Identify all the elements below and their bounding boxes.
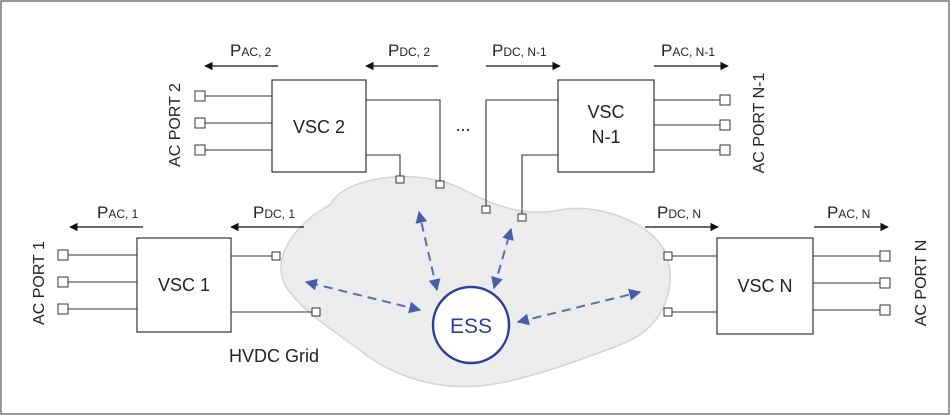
- vsc-1-label: VSC 1: [158, 275, 210, 295]
- ac-terminal: [57, 276, 69, 288]
- vsc-2-label: VSC 2: [293, 117, 345, 137]
- ac-terminal: [194, 144, 206, 156]
- dc-terminal: [663, 307, 673, 317]
- ac-port-n-label: AC PORT N: [913, 240, 930, 327]
- ac-port-n-1-label: AC PORT N-1: [751, 73, 768, 174]
- dc-terminal: [311, 307, 321, 317]
- vsc-n-1-label-line2: N-1: [591, 127, 620, 147]
- vsc-n-1-box: [557, 79, 655, 173]
- power-label-dc-n: PDC, N: [657, 203, 701, 222]
- dc-terminal: [663, 251, 673, 261]
- vsc-1-group: VSC 1: [57, 237, 321, 333]
- hvdc-grid-label: HVDC Grid: [229, 346, 319, 366]
- power-label-ac-n-1: PAC, N-1: [661, 41, 715, 60]
- vsc-n-group: VSC N: [663, 237, 891, 335]
- vsc-n-label: VSC N: [737, 276, 792, 296]
- dc-terminal: [395, 175, 405, 184]
- vsc-2-box: [271, 79, 367, 173]
- power-label-dc-1: PDC, 1: [253, 203, 295, 222]
- power-label-ac-2: PAC, 2: [230, 41, 272, 60]
- ac-terminal: [879, 304, 891, 316]
- power-label-ac-n: PAC, N: [827, 203, 870, 222]
- ess-exchange-arrow-upper-right: [491, 227, 514, 290]
- vsc-n-1-label-line1: VSC: [587, 102, 624, 122]
- dc-terminal: [435, 180, 445, 189]
- ac-terminal: [194, 90, 206, 102]
- ac-port-1-label: AC PORT 1: [31, 241, 48, 325]
- ac-terminal: [719, 144, 731, 156]
- power-label-dc-n-1: PDC, N-1: [492, 41, 547, 60]
- ac-terminal: [879, 250, 891, 262]
- vsc-2-group: VSC 2: [194, 79, 445, 189]
- power-label-ac-1: PAC, 1: [97, 203, 139, 222]
- ess-circle: [431, 285, 511, 365]
- ac-terminal: [57, 303, 69, 315]
- ess-label: ESS: [450, 315, 492, 338]
- ess-exchange-arrow-left: [304, 278, 422, 314]
- dc-terminal: [481, 205, 491, 214]
- power-label-dc-2: PDC, 2: [388, 41, 430, 60]
- vsc-n-box: [716, 237, 814, 335]
- ac-port-2-label: AC PORT 2: [167, 83, 184, 167]
- dc-terminal: [271, 251, 281, 261]
- ac-terminal: [194, 117, 206, 129]
- ac-terminal: [719, 119, 731, 131]
- ac-terminal: [57, 249, 69, 261]
- vsc-1-box: [136, 237, 232, 333]
- ac-terminal: [879, 277, 891, 289]
- dc-terminal: [517, 213, 527, 222]
- ess-exchange-arrow-right: [516, 288, 642, 326]
- more-converters-ellipsis: ...: [455, 115, 470, 135]
- ess-exchange-arrow-upper-left: [415, 210, 441, 292]
- vsc-n-1-group: VSC N-1: [481, 79, 731, 222]
- ac-terminal: [719, 94, 731, 106]
